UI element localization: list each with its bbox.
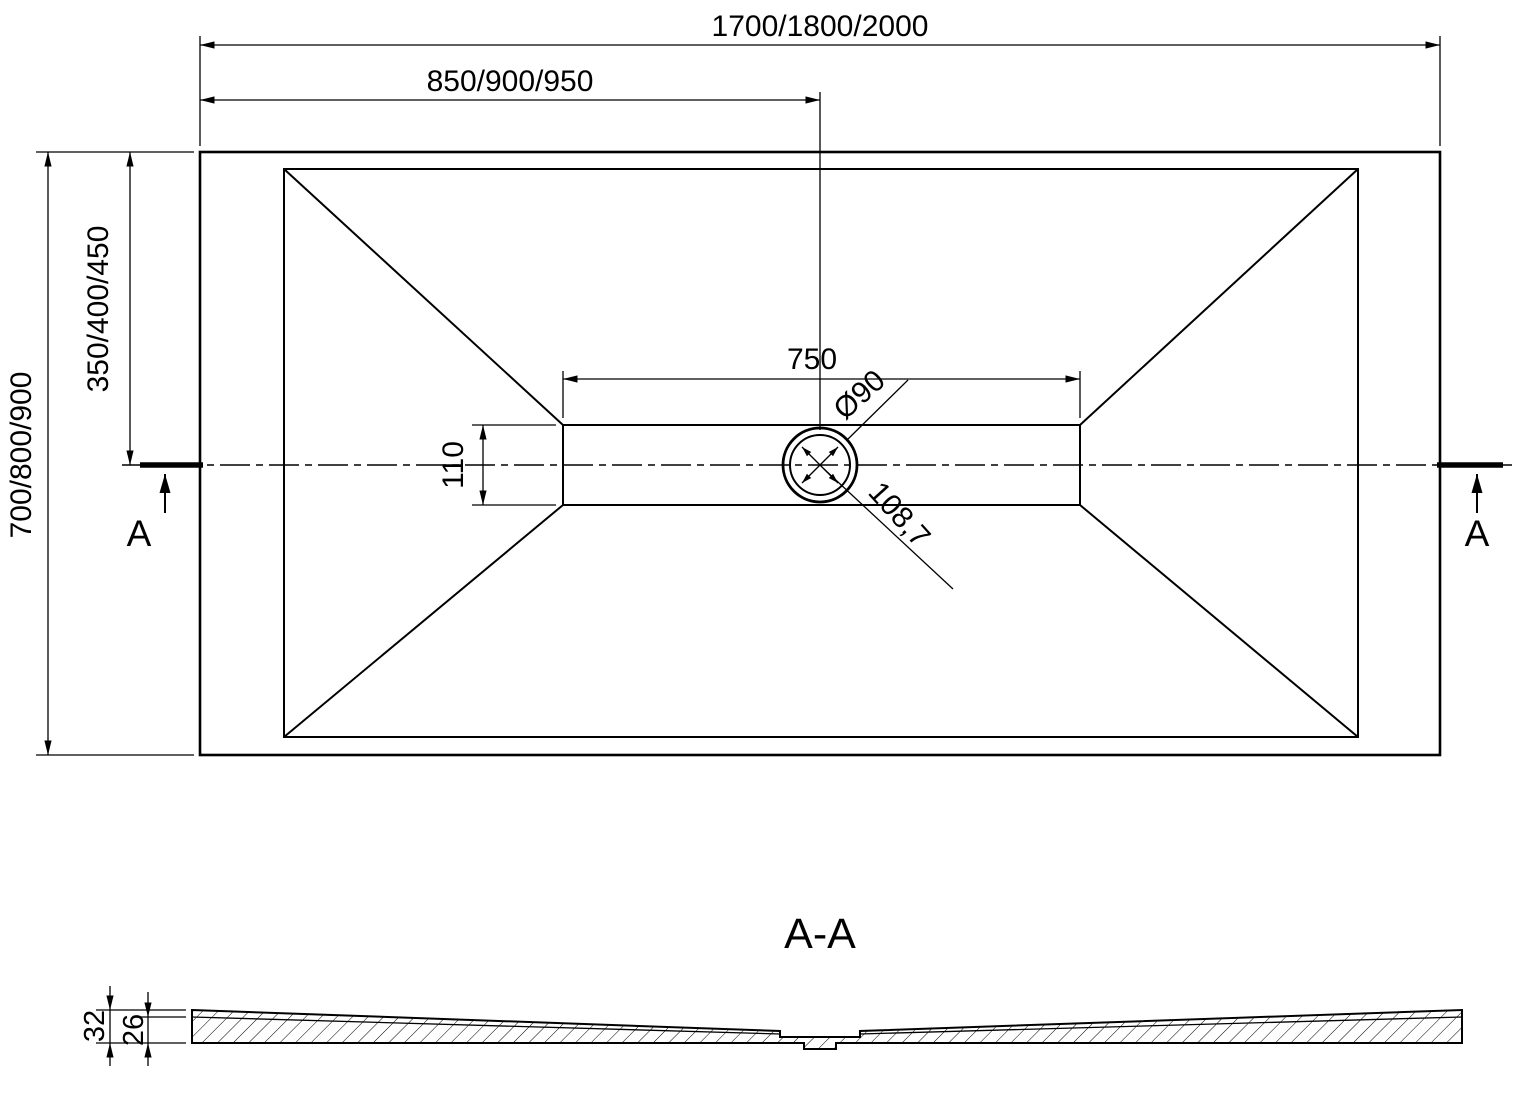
section-profile-outline — [191, 1008, 1463, 1050]
section-marker-left-label: A — [127, 513, 152, 554]
dim-overall-width-label: 1700/1800/2000 — [712, 10, 929, 43]
top-view: A A 1700/1800/2000 850/900/950 — [5, 10, 1512, 757]
section-view: A-A 32 26 — [79, 910, 1463, 1066]
section-cut-left: A — [127, 462, 203, 554]
dim-center-width-label: 850/900/950 — [427, 65, 594, 98]
section-title-label: A-A — [784, 910, 856, 958]
dim-channel-width: 750 — [562, 343, 1081, 418]
dim-drain-diameter: Ø90 — [828, 364, 909, 441]
dim-overall-depth-label: 700/800/900 — [5, 372, 38, 539]
dim-overall-depth: 700/800/900 — [5, 151, 194, 756]
dim-center-width: 850/900/950 — [200, 65, 821, 430]
tray-inner-outline — [283, 168, 1359, 738]
section-marker-right-label: A — [1465, 513, 1490, 554]
dim-center-depth: 350/400/450 — [82, 152, 134, 465]
dim-section-inner-height: 26 — [118, 992, 186, 1066]
dim-center-depth-label: 350/400/450 — [82, 226, 115, 393]
dim-section-inner-height-label: 26 — [118, 1014, 150, 1046]
section-profile — [191, 1008, 1463, 1050]
dim-overall-width: 1700/1800/2000 — [199, 10, 1441, 146]
dim-drain-diagonal: 108,7 — [823, 468, 954, 590]
dim-channel-depth: 110 — [437, 424, 556, 506]
dim-channel-depth-label: 110 — [437, 441, 470, 489]
dim-section-total-height: 32 — [79, 986, 186, 1066]
drain-inner-circle — [789, 434, 851, 496]
dim-drain-diameter-label: Ø90 — [828, 364, 892, 426]
dim-channel-width-label: 750 — [787, 343, 837, 376]
dim-section-total-height-label: 32 — [79, 1010, 111, 1042]
slope-fold-lines — [283, 168, 1359, 738]
section-cut-right: A — [1437, 462, 1503, 554]
